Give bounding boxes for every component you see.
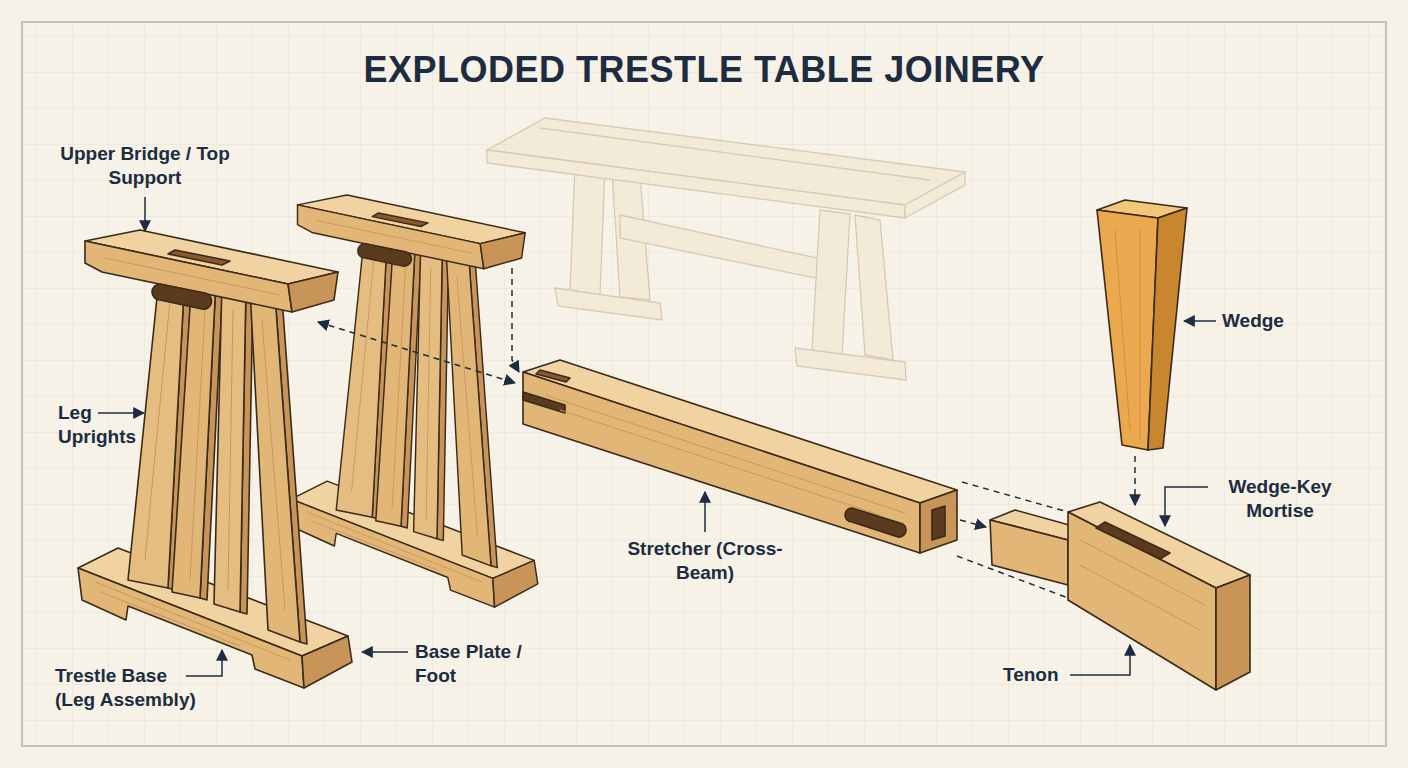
wedge-piece bbox=[1097, 200, 1187, 450]
diagram-title: EXPLODED TRESTLE TABLE JOINERY bbox=[0, 48, 1408, 92]
assembled-table bbox=[487, 118, 965, 380]
front-trestle bbox=[78, 230, 352, 688]
part-label: Tenon bbox=[1003, 663, 1083, 687]
part-label: Wedge bbox=[1222, 309, 1332, 333]
frame bbox=[22, 22, 1386, 746]
assembly-line bbox=[318, 268, 1135, 598]
tenon-block bbox=[990, 502, 1250, 690]
part-label: Trestle Base (Leg Assembly) bbox=[55, 664, 205, 712]
part-label: Stretcher (Cross-Beam) bbox=[615, 537, 795, 585]
part-label: Base Plate / Foot bbox=[415, 640, 545, 688]
stretcher-beam bbox=[523, 360, 957, 553]
rear-trestle bbox=[291, 195, 538, 607]
leader-line bbox=[98, 197, 1216, 676]
part-label: Leg Uprights bbox=[58, 401, 150, 449]
part-label: Wedge-Key Mortise bbox=[1210, 475, 1350, 523]
part-label: Upper Bridge / Top Support bbox=[50, 142, 240, 190]
